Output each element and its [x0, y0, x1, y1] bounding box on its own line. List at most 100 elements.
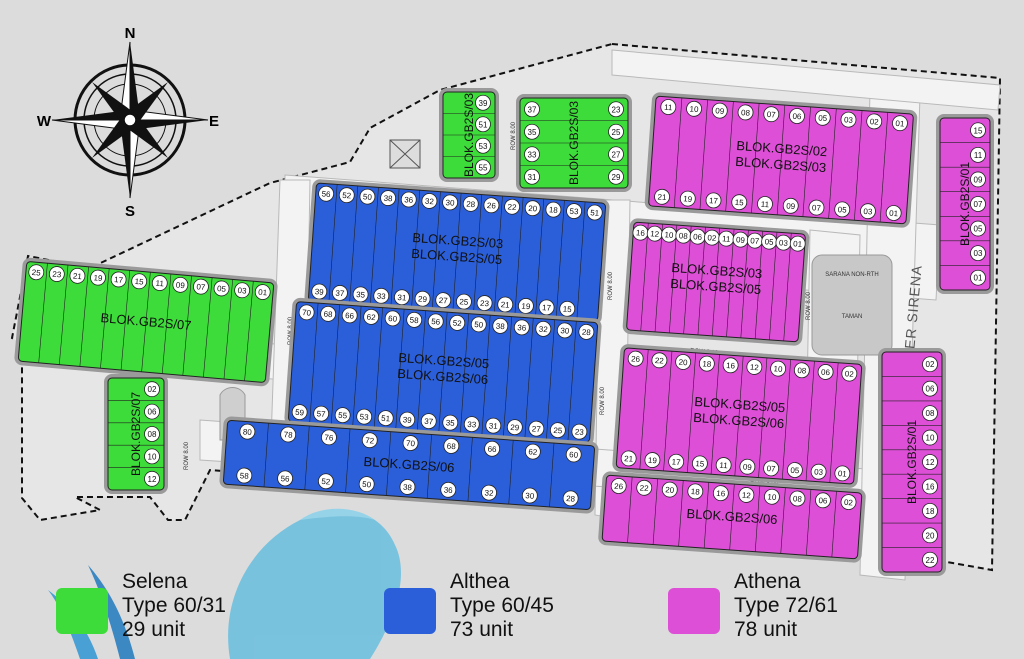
lot-marker[interactable]: [691, 455, 708, 472]
lot-marker[interactable]: [686, 100, 702, 117]
lot-marker[interactable]: [620, 450, 637, 467]
lot-marker[interactable]: [834, 201, 851, 218]
lot-marker[interactable]: [739, 458, 756, 475]
lot-marker[interactable]: [705, 192, 722, 209]
lot-marker[interactable]: [485, 417, 502, 434]
lot-marker[interactable]: [144, 470, 160, 487]
lot-marker[interactable]: [922, 551, 938, 568]
lot-marker[interactable]: [922, 380, 938, 397]
lot-marker[interactable]: [763, 106, 780, 123]
lot-marker[interactable]: [922, 478, 938, 495]
lot-marker[interactable]: [627, 350, 644, 367]
lot-marker[interactable]: [970, 269, 986, 286]
lot-marker[interactable]: [737, 104, 754, 121]
lot-marker[interactable]: [922, 454, 938, 470]
lot-marker[interactable]: [644, 452, 661, 468]
lot-marker[interactable]: [565, 446, 582, 463]
lot-marker[interactable]: [363, 308, 380, 325]
lot-marker[interactable]: [970, 146, 986, 163]
lot-marker[interactable]: [608, 123, 624, 140]
lot-marker[interactable]: [311, 283, 328, 300]
lot-marker[interactable]: [970, 196, 986, 212]
lot-marker[interactable]: [711, 102, 728, 119]
lot-marker[interactable]: [566, 203, 582, 219]
lot-marker[interactable]: [313, 405, 330, 422]
lot-marker[interactable]: [660, 99, 677, 115]
lot-marker[interactable]: [321, 429, 337, 446]
lot-marker[interactable]: [712, 485, 729, 502]
lot-marker[interactable]: [144, 381, 160, 398]
lot-marker[interactable]: [236, 467, 253, 484]
lot-marker[interactable]: [476, 295, 493, 311]
lot-marker[interactable]: [746, 359, 763, 375]
lot-marker[interactable]: [172, 276, 189, 293]
lot-marker[interactable]: [535, 320, 552, 337]
lot-marker[interactable]: [770, 360, 787, 377]
lot-marker[interactable]: [90, 269, 106, 286]
lot-marker[interactable]: [131, 273, 148, 290]
lot-marker[interactable]: [545, 201, 562, 218]
lot-marker[interactable]: [358, 476, 375, 492]
lot-marker[interactable]: [715, 457, 732, 473]
lot-marker[interactable]: [793, 362, 810, 379]
lot-marker[interactable]: [578, 324, 595, 340]
lot-marker[interactable]: [528, 420, 545, 437]
lot-marker[interactable]: [559, 300, 576, 317]
lot-marker[interactable]: [481, 484, 497, 501]
lot-marker[interactable]: [144, 426, 160, 442]
lot-marker[interactable]: [463, 416, 480, 433]
lot-marker[interactable]: [399, 479, 416, 495]
lot-marker[interactable]: [661, 481, 678, 498]
lot-marker[interactable]: [687, 483, 704, 500]
lot-marker[interactable]: [373, 287, 390, 304]
lot-marker[interactable]: [922, 502, 938, 519]
lot-marker[interactable]: [394, 289, 410, 306]
lot-marker[interactable]: [757, 196, 773, 212]
lot-marker[interactable]: [144, 403, 160, 420]
lot-marker[interactable]: [892, 115, 908, 132]
lot-marker[interactable]: [151, 275, 168, 291]
lot-marker[interactable]: [399, 411, 416, 428]
lot-marker[interactable]: [738, 487, 755, 503]
lot-marker[interactable]: [384, 310, 401, 327]
lot-marker[interactable]: [970, 245, 986, 262]
lot-marker[interactable]: [359, 188, 376, 205]
lot-marker[interactable]: [556, 322, 573, 339]
lot-marker[interactable]: [332, 285, 348, 301]
lot-marker[interactable]: [506, 419, 523, 436]
lot-marker[interactable]: [586, 204, 603, 221]
lot-marker[interactable]: [764, 488, 780, 505]
lot-marker[interactable]: [731, 194, 748, 211]
lot-marker[interactable]: [817, 364, 834, 380]
lot-marker[interactable]: [320, 305, 337, 322]
lot-marker[interactable]: [338, 187, 355, 204]
lot-marker[interactable]: [524, 123, 540, 140]
lot-marker[interactable]: [549, 422, 566, 439]
lot-marker[interactable]: [402, 435, 419, 451]
lot-marker[interactable]: [922, 405, 938, 422]
lot-marker[interactable]: [277, 470, 293, 487]
lot-marker[interactable]: [538, 299, 555, 316]
lot-marker[interactable]: [840, 111, 857, 128]
lot-marker[interactable]: [808, 199, 825, 216]
lot-marker[interactable]: [356, 408, 373, 425]
lot-marker[interactable]: [341, 307, 358, 324]
lot-marker[interactable]: [400, 191, 417, 208]
lot-marker[interactable]: [698, 355, 715, 372]
lot-marker[interactable]: [810, 463, 827, 480]
lot-marker[interactable]: [636, 479, 653, 496]
lot-marker[interactable]: [239, 423, 256, 440]
lot-marker[interactable]: [815, 492, 831, 509]
lot-marker[interactable]: [484, 440, 501, 457]
lot-marker[interactable]: [524, 146, 540, 163]
lot-marker[interactable]: [377, 410, 394, 427]
lot-marker[interactable]: [840, 494, 857, 510]
lot-marker[interactable]: [298, 304, 315, 321]
